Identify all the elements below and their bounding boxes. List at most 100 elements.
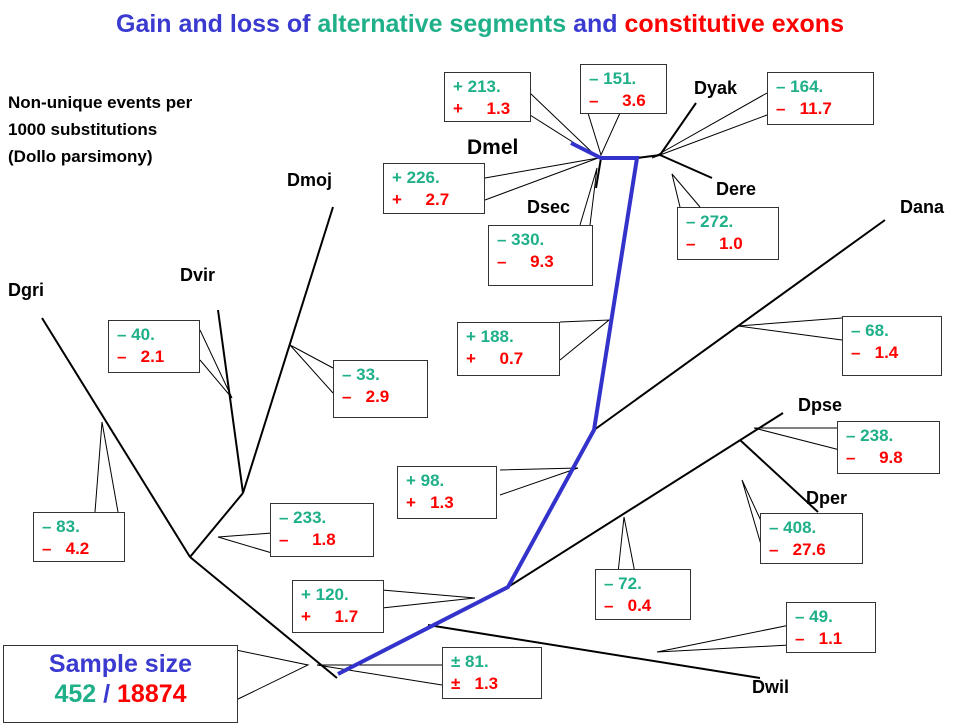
callout-c98-loss: + 1.3 [406,493,454,512]
subtitle-line2: 1000 substitutions [8,120,158,139]
title-part2: alternative segments [317,10,567,38]
species-dvir: Dvir [180,265,216,285]
callout-c233-gain: – 233. [279,508,327,527]
subtitle: Non-unique events per 1000 substitutions… [8,89,192,170]
branch-dvir [217,309,244,494]
leader-c226 [484,157,599,201]
title-part3: and [566,10,625,38]
species-dere: Dere [716,179,757,199]
callout-dana-gain: – 68. [851,321,889,340]
species-dpse: Dpse [798,395,843,415]
leader-dmoj [289,344,334,394]
branch-dsec [595,157,602,189]
leader-c81 [316,664,443,686]
callout-c226: + 226.+ 2.7 [383,163,485,214]
species-dwil: Dwil [752,677,790,697]
callout-dgri-loss: – 4.2 [42,539,90,558]
callout-dsec: – 330. – 9.3 [488,225,593,286]
leader-dana [737,317,843,341]
branch-dmoj [242,206,334,494]
leader-dvir [199,329,233,399]
callout-dper: – 408.– 27.6 [760,513,863,564]
callout-c72-loss: – 0.4 [604,596,652,615]
sample-size-label: Sample size [48,650,193,678]
leader-dgri [94,421,119,513]
species-dyak: Dyak [694,78,738,98]
callout-c72-gain: – 72. [604,574,642,593]
callout-dyak-loss: – 11.7 [776,99,832,118]
species-dper: Dper [806,488,848,508]
callout-dwil-loss: – 1.1 [795,629,843,648]
callout-c188-gain: + 188. [466,327,514,346]
callout-dvir-loss: – 2.1 [117,347,165,366]
callout-c120: + 120. + 1.7 [292,580,384,633]
branch-dere [659,154,713,179]
subtitle-line3: (Dollo parsimony) [8,147,153,166]
callout-c151-gain: – 151. [589,69,637,88]
tree-branches [41,102,886,679]
callout-c98: + 98. + 1.3 [397,466,497,519]
callout-dsec-gain: – 330. [497,230,545,249]
callout-dpse: – 238. – 9.8 [837,421,940,474]
callout-dyak-gain: – 164. [776,77,824,96]
callout-c72: – 72. – 0.4 [595,569,691,620]
callout-dsec-loss: – 9.3 [497,252,554,271]
callout-dgri-gain: – 83. [42,517,80,536]
callout-dvir-gain: – 40. [117,325,155,344]
callout-c233: – 233. – 1.8 [270,503,374,557]
callout-dmoj-loss: – 2.9 [342,387,390,406]
callout-dyak: – 164. – 11.7 [767,72,874,125]
callout-c188: + 188. + 0.7 [457,322,560,376]
callout-c120-loss: + 1.7 [301,607,359,626]
callout-c120-gain: + 120. [301,585,349,604]
leader-dpse [753,427,841,451]
callout-dwil: – 49.– 1.1 [786,602,876,653]
species-dgri: Dgri [8,280,44,300]
leader-dyak [651,92,768,159]
leader-dwil [656,624,791,653]
title-part4: constitutive exons [624,10,844,38]
callout-dper-gain: – 408. [769,518,817,537]
callout-c188-loss: + 0.7 [466,349,524,368]
callout-dere: – 272. – 1.0 [677,207,779,260]
callout-dmel-gain: + 213. [453,77,501,96]
leader-dsec [579,167,598,226]
leader-dper [741,479,763,549]
callout-c98-gain: + 98. [406,471,445,490]
dmel-lineage-highlight [337,141,640,676]
callout-dpse-loss: – 9.8 [846,448,903,467]
species-dmel: Dmel [467,136,519,159]
callout-dmel-loss: + 1.3 [453,99,511,118]
callout-dvir: – 40. – 2.1 [108,320,200,373]
callout-dmel: + 213. + 1.3 [444,72,531,122]
species-dana: Dana [900,197,945,217]
leader-c151 [587,112,621,157]
callout-dpse-gain: – 238. [846,426,894,445]
species-dmoj: Dmoj [287,170,332,190]
species-dsec: Dsec [527,197,571,217]
leader-sample [235,649,310,701]
sample-size-box: Sample size 452 / 18874 [3,645,238,723]
callout-c81-loss: ± 1.3 [451,674,499,693]
callout-c226-gain: + 226. [392,168,440,187]
sample-size-const: 18874 [117,680,187,708]
leader-c120 [381,589,476,609]
sample-size-alt: 452 [54,680,97,708]
callout-dere-gain: – 272. [686,212,734,231]
callout-c151-loss: – 3.6 [589,91,646,110]
title-part1: Gain and loss of [116,10,318,38]
sample-size-separator: / [96,680,118,708]
leader-dere [671,173,701,208]
callout-dana-loss: – 1.4 [851,343,899,362]
callout-c81-gain: ± 81. [451,652,489,671]
callout-dere-loss: – 1.0 [686,234,743,253]
branch-dgri [41,317,191,558]
figure-title: Gain and loss of alternative segments an… [0,10,960,39]
sample-size-values: 452 / 18874 [4,679,237,709]
callout-dmoj: – 33.– 2.9 [333,360,428,418]
callout-c233-loss: – 1.8 [279,530,336,549]
branch-dper [739,439,819,513]
leader-c188 [559,319,611,361]
branch-obscura [507,412,784,588]
branch-root-to-drosophila [189,556,338,679]
